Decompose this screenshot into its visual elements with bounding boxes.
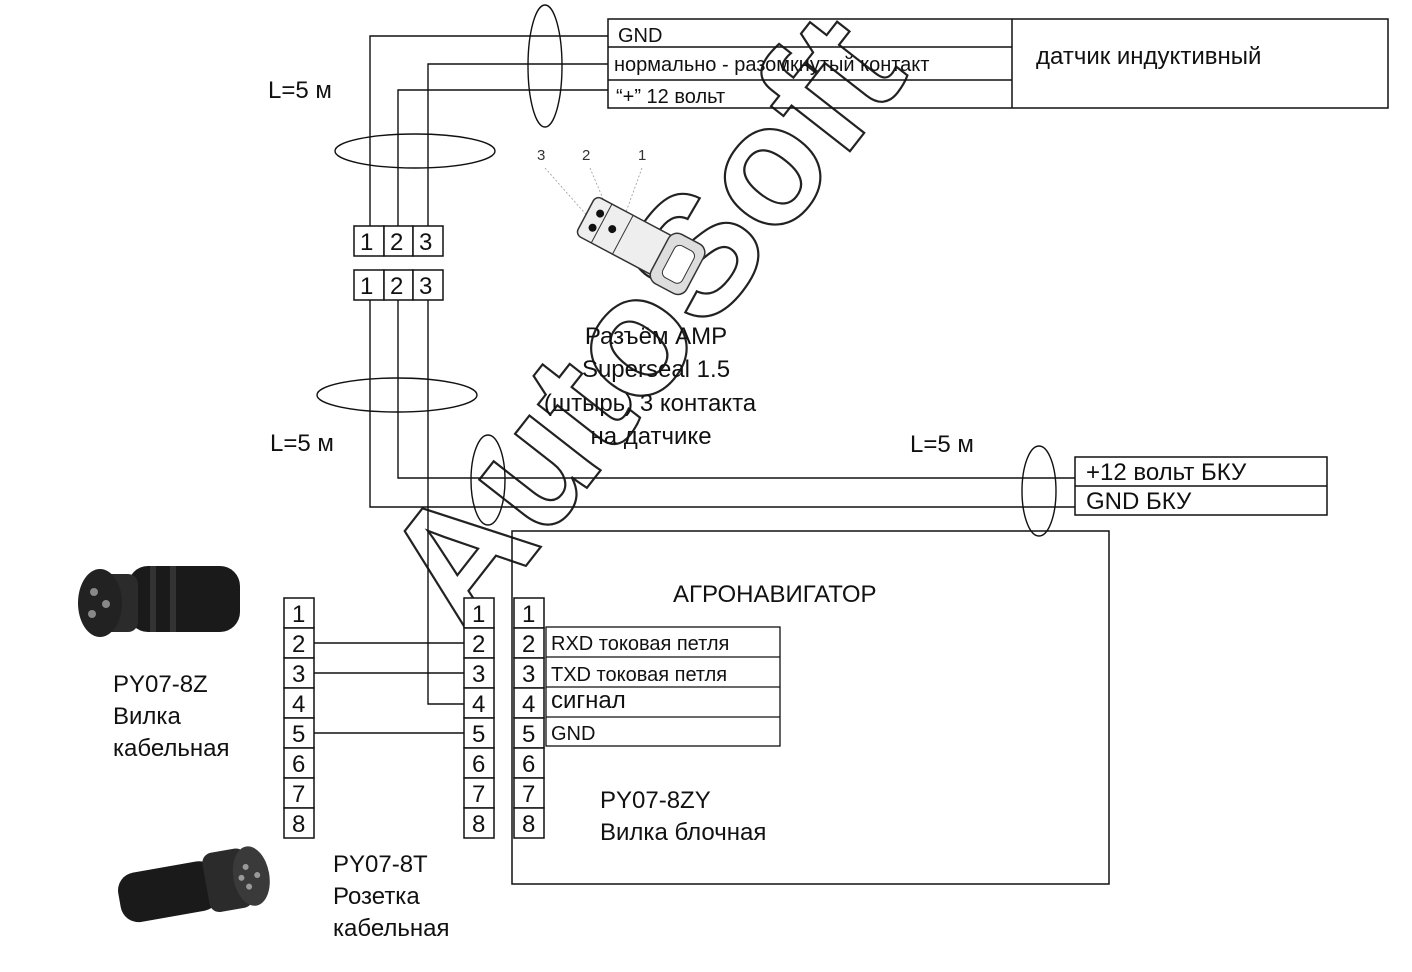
sensor-row-no-contact: нормально - разомкнутый контакт [614,54,929,76]
py07-8zy-pin-label: 7 [522,781,535,808]
terminal-lower-pin-3: 3 [419,273,432,300]
amp-caption-line-4: на датчике [590,423,711,450]
py07-8z-pin-cell [283,807,315,839]
plug-block-type: Вилка блочная [600,819,766,846]
agronavigator-box [511,530,1110,885]
socket-cable-icon [118,846,270,923]
py07-8t-pin-cell [463,777,495,809]
py07-8t-pin-label: 3 [472,661,485,688]
terminal-lower-pin-1: 1 [360,273,373,300]
py07-8t-pin-label: 6 [472,751,485,778]
cable-length-bku: L=5 м [910,431,974,458]
py07-8zy-pin-cell [513,777,545,809]
amp-pin-label-2: 2 [582,147,590,164]
py07-8zy-pin-cell [513,627,545,659]
py07-8zy-pin-label: 3 [522,661,535,688]
pin-columns: 1 2 3 4 5 6 7 8 1 2 3 4 5 6 7 8 1 2 3 4 5 6 7 8 [283,597,545,839]
py07-8zy-pin-cell [513,747,545,779]
py07-8t-pin-label: 8 [472,811,485,838]
plug-cable-type-2: кабельная [113,735,230,762]
amp-pin-label-3: 3 [537,147,545,164]
py07-8t-pin-cell [463,807,495,839]
py07-8zy-pin-label: 2 [522,631,535,658]
amp-caption-line-3: (штырь) 3 контакта [544,390,757,417]
cable-length-lower: L=5 м [270,430,334,457]
cable-length-upper: L=5 м [268,77,332,104]
amp-pin-label-1: 1 [638,147,646,164]
py07-8z-pin-label: 5 [292,721,305,748]
amp-caption-line-1: Разъём AMP [585,323,727,350]
py07-8z-pin-label: 7 [292,781,305,808]
py07-8z-pin-cell [283,717,315,749]
py07-8z-pin-label: 2 [292,631,305,658]
py07-8z-pin-label: 6 [292,751,305,778]
bku-gnd: GND БКУ [1086,488,1192,515]
py07-8t-pin-label: 7 [472,781,485,808]
py07-8zy-pin-cell [513,687,545,719]
socket-cable-type-1: Розетка [333,883,420,910]
py07-8z-pin-label: 3 [292,661,305,688]
py07-8z-pin-label: 1 [292,601,305,628]
py07-8t-pin-label: 4 [472,691,485,718]
socket-cable-model: PY07-8T [333,851,428,878]
cable-bundles [316,4,1057,537]
agronavigator-title: АГРОНАВИГАТОР [673,581,877,608]
plug-cable-icon [78,566,240,637]
py07-8z-pin-label: 4 [292,691,305,718]
signal-sensor: сигнал [551,687,626,714]
amp-connector-icon [544,167,706,296]
py07-8z-pin-cell [283,747,315,779]
py07-8z-pin-label: 8 [292,811,305,838]
terminal-upper-pin-2: 2 [390,229,403,256]
bku-block [1074,456,1328,516]
py07-8zy-pin-cell [513,807,545,839]
py07-8t-pin-cell [463,747,495,779]
py07-8zy-pin-label: 5 [522,721,535,748]
terminal-lower-pin-2: 2 [390,273,403,300]
navigator-signal-table [545,626,781,747]
signal-rxd: RXD токовая петля [551,633,729,655]
plug-cable-model: PY07-8Z [113,671,208,698]
py07-8zy-pin-label: 8 [522,811,535,838]
signal-txd: TXD токовая петля [551,664,727,686]
sensor-title: датчик индуктивный [1036,43,1261,70]
terminal-upper-pin-1: 1 [360,229,373,256]
amp-caption-line-2: Superseal 1.5 [582,356,730,383]
wires [314,35,1075,734]
py07-8z-pin-cell [283,657,315,689]
py07-8t-pin-cell [463,717,495,749]
py07-8zy-pin-label: 4 [522,691,535,718]
py07-8z-pin-cell [283,777,315,809]
terminal-block-lower [353,269,444,301]
plug-cable-type-1: Вилка [113,703,181,730]
py07-8t-pin-label: 5 [472,721,485,748]
socket-cable-type-2: кабельная [333,915,450,942]
py07-8t-pin-label: 1 [472,601,485,628]
bku-plus12: +12 вольт БКУ [1086,459,1247,486]
py07-8zy-pin-label: 6 [522,751,535,778]
py07-8t-pin-cell [463,597,495,629]
plug-block-model: PY07-8ZY [600,787,711,814]
py07-8zy-pin-cell [513,657,545,689]
py07-8zy-pin-label: 1 [522,601,535,628]
sensor-row-plus12: “+” 12 вольт [616,86,725,108]
signal-gnd: GND [551,723,595,745]
terminal-upper-pin-3: 3 [419,229,432,256]
py07-8t-pin-label: 2 [472,631,485,658]
py07-8t-pin-cell [463,627,495,659]
terminal-block-upper [353,225,444,257]
sensor-row-gnd: GND [618,25,662,47]
py07-8z-pin-cell [283,687,315,719]
